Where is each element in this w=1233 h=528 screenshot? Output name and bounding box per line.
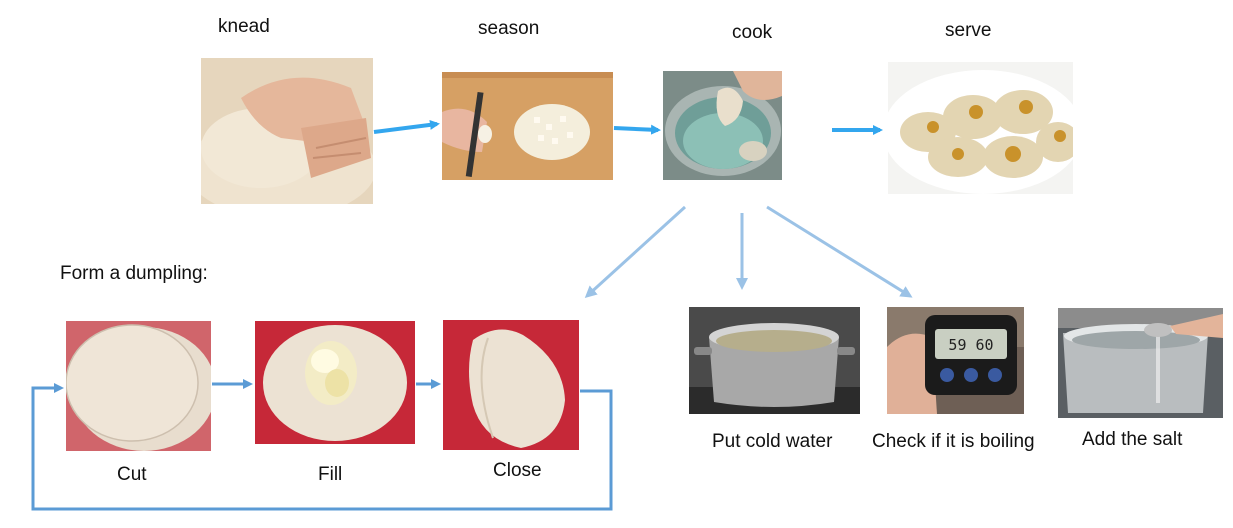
step-label-season: season [478, 18, 540, 39]
form-label-cut: Cut [117, 464, 147, 485]
fill-photo [255, 321, 415, 444]
arrow-cook-to-check-boiling [766, 205, 913, 298]
arrow-cook-to-form [584, 205, 687, 299]
form-label-fill: Fill [318, 464, 343, 485]
cook-photo [663, 71, 782, 180]
cook-label-add-salt: Add the salt [1082, 429, 1183, 450]
cold-water-pot-photo [689, 307, 860, 414]
cook-label-check-boiling: Check if it is boiling [872, 431, 1035, 452]
timer-display-text: 59 60 [948, 336, 993, 354]
season-photo [442, 72, 613, 180]
arrow-season-to-cook [613, 124, 661, 135]
knead-photo [201, 58, 373, 204]
arrow-knead-to-season [373, 119, 440, 134]
step-label-cook: cook [732, 22, 773, 43]
add-salt-photo [1058, 308, 1223, 418]
form-dumpling-heading: Form a dumpling: [60, 263, 208, 284]
cut-photo [66, 321, 211, 451]
cook-label-cold-water: Put cold water [712, 431, 833, 452]
serve-photo [888, 62, 1073, 194]
form-label-close: Close [493, 460, 542, 481]
close-photo [443, 320, 579, 450]
timer-photo: 59 60 [887, 307, 1024, 414]
step-label-knead: knead [218, 16, 270, 37]
step-label-serve: serve [945, 20, 992, 41]
